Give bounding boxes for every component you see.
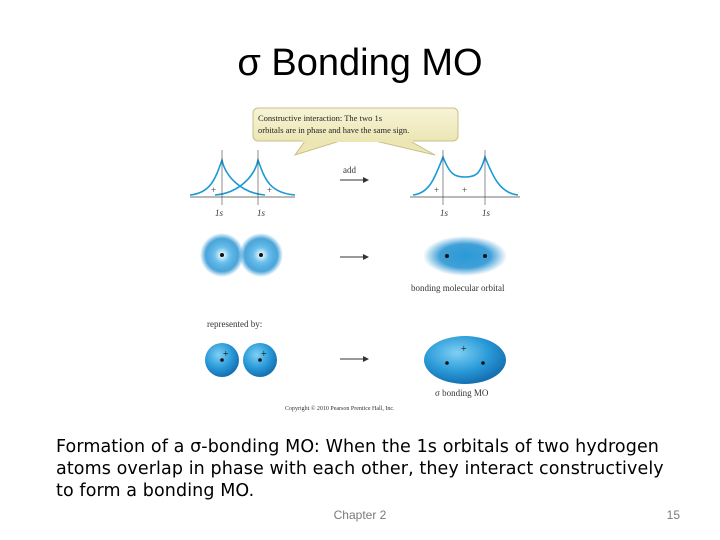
callout-box: Constructive interaction: The two 1s orb… — [252, 107, 459, 156]
footer-chapter: Chapter 2 — [333, 508, 387, 522]
plus-sign: + — [434, 185, 439, 195]
plus-sign: + — [223, 349, 229, 360]
plus-sign: + — [461, 344, 467, 355]
callout-line-1: Constructive interaction: The two 1s — [258, 113, 382, 123]
sphere-arrow — [340, 356, 369, 362]
copyright-text: Copyright © 2010 Pearson Prentice Hall, … — [285, 405, 395, 412]
orbital-label-1s: 1s — [215, 208, 224, 218]
left-wavefunctions: + + 1s 1s — [189, 150, 296, 218]
bonding-mo-cloud: bonding molecular orbital — [411, 236, 507, 293]
orbital-label-1s: 1s — [257, 208, 266, 218]
atomic-orbital-clouds — [200, 233, 283, 277]
bonding-mo-label: bonding molecular orbital — [411, 283, 505, 293]
page-number: 15 — [666, 508, 680, 522]
right-wavefunction: + + 1s 1s — [410, 150, 520, 218]
cloud-arrow — [340, 254, 369, 260]
atomic-orbital-spheres: + + — [205, 343, 277, 377]
slide-caption: Formation of a σ-bonding MO: When the 1s… — [56, 437, 664, 501]
plus-sign: + — [261, 349, 267, 360]
add-arrow: add — [340, 165, 369, 183]
orbital-label-1s: 1s — [440, 208, 449, 218]
add-label: add — [343, 165, 356, 175]
plus-sign: + — [462, 185, 467, 195]
plus-sign: + — [211, 185, 216, 195]
slide-title: σ Bonding MO — [237, 42, 483, 84]
orbital-label-1s: 1s — [482, 208, 491, 218]
represented-by-label: represented by: — [207, 319, 262, 329]
plus-sign: + — [267, 185, 272, 195]
sigma-bonding-figure: Constructive interaction: The two 1s orb… — [189, 107, 520, 412]
sigma-mo-shape: + σ bonding MO — [424, 336, 506, 398]
callout-line-2: orbitals are in phase and have the same … — [258, 125, 409, 135]
sigma-mo-label: σ bonding MO — [435, 388, 489, 398]
